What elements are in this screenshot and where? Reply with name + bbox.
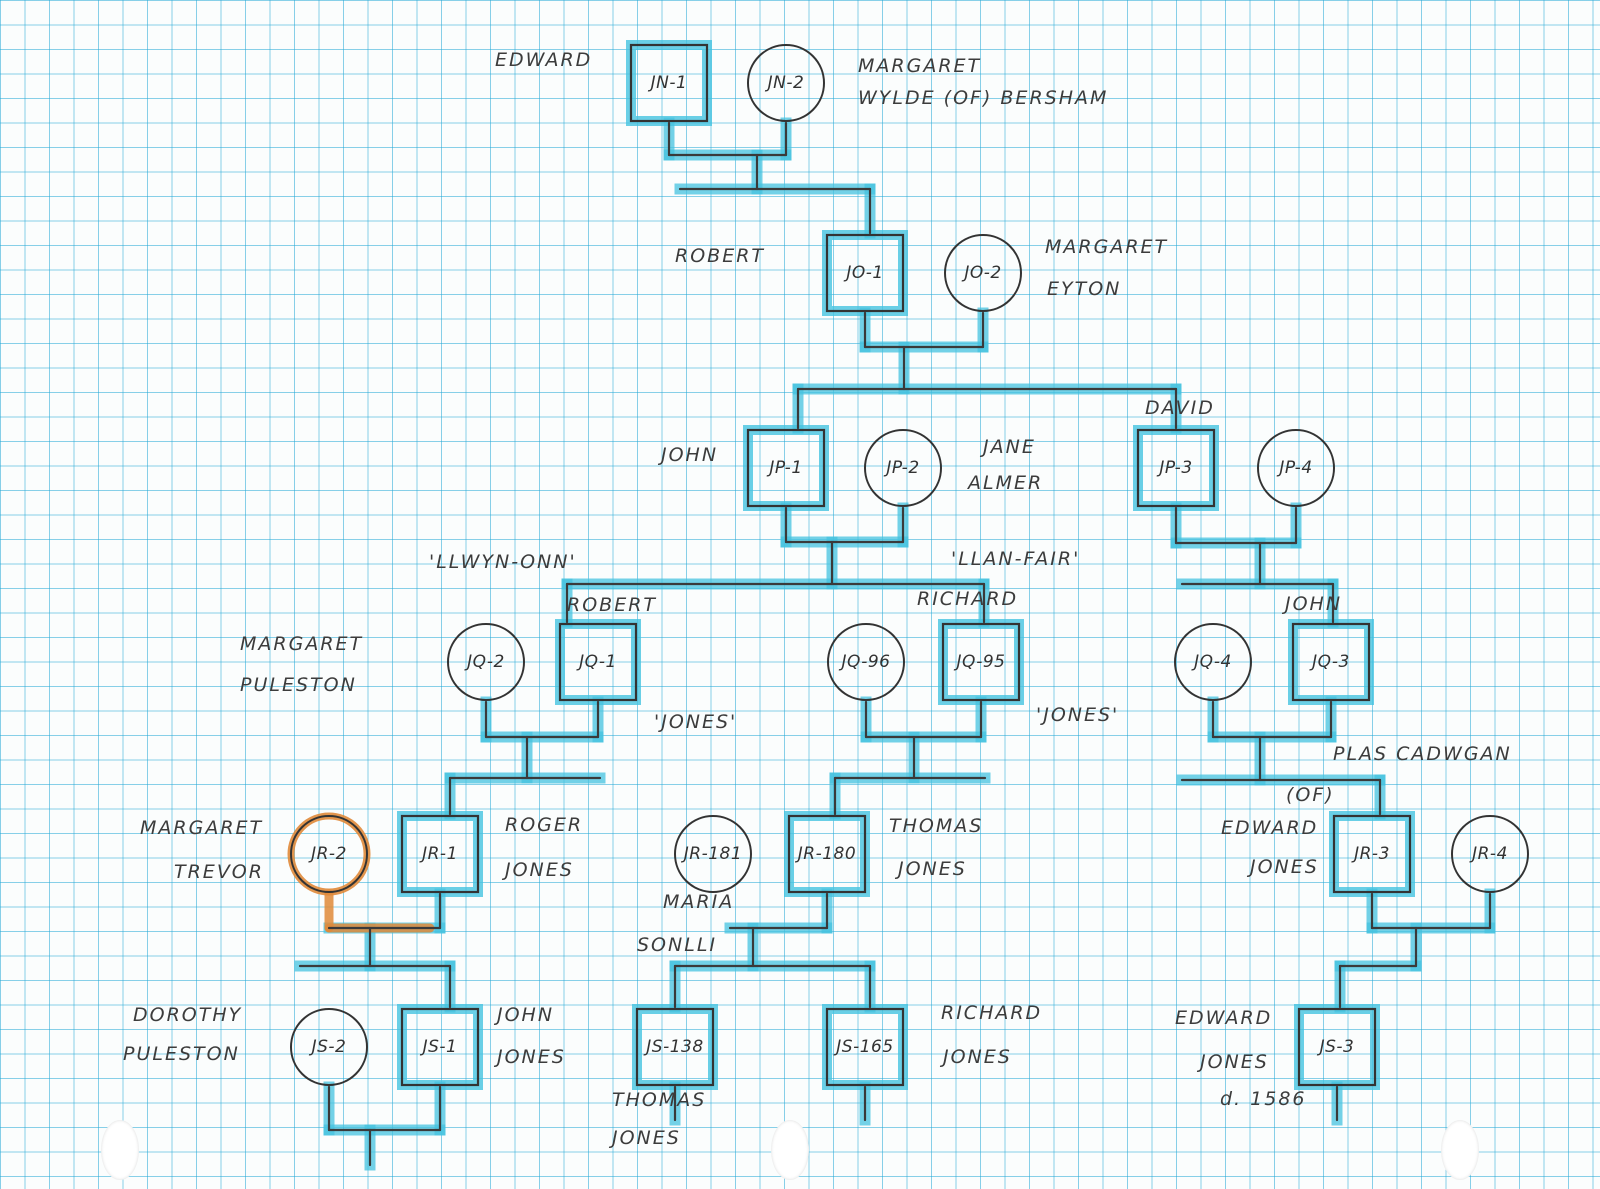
female-node-jo2 xyxy=(944,234,1022,312)
label-jones-8: JONES xyxy=(1200,1051,1269,1073)
label-margaret-4: MARGARET xyxy=(140,817,264,839)
male-node-jp3 xyxy=(1136,428,1216,508)
binder-hole xyxy=(771,1120,809,1180)
label-margaret-3: MARGARET xyxy=(240,633,364,655)
label-jones-4: JONES xyxy=(898,858,967,880)
node-code-jn2: JN-2 xyxy=(767,73,805,93)
node-code-js2: JS-2 xyxy=(311,1037,347,1057)
male-node-jr1 xyxy=(400,814,480,894)
label-jones-9: JONES xyxy=(612,1127,681,1149)
node-code-jq3: JQ-3 xyxy=(1312,652,1350,672)
female-node-jp2 xyxy=(864,429,942,507)
node-code-jp1: JP-1 xyxy=(769,458,803,478)
male-node-jq95 xyxy=(941,622,1021,702)
label-wylde: WYLDE (OF) BERSHAM xyxy=(858,87,1109,109)
male-node-jn1 xyxy=(629,43,709,123)
node-code-jr3: JR-3 xyxy=(1354,844,1390,864)
label-sonlli: SONLLI xyxy=(637,934,718,956)
label-of: (OF) xyxy=(1286,784,1335,806)
label-jones-1: 'JONES' xyxy=(654,711,738,733)
female-node-jr4 xyxy=(1451,815,1529,893)
label-roger: ROGER xyxy=(505,814,584,836)
label-llan-fair: 'LLAN-FAIR' xyxy=(951,548,1081,570)
female-node-jr181 xyxy=(674,815,752,893)
label-thomas-2: THOMAS xyxy=(612,1089,707,1111)
node-code-jq2: JQ-2 xyxy=(467,652,505,672)
label-john-2: JOHN xyxy=(1285,593,1343,615)
label-jones-6: JONES xyxy=(497,1046,566,1068)
label-jones-3: JONES xyxy=(505,859,574,881)
node-code-js165: JS-165 xyxy=(836,1037,894,1057)
node-code-js138: JS-138 xyxy=(646,1037,704,1057)
node-code-jp4: JP-4 xyxy=(1279,458,1313,478)
female-node-jp4 xyxy=(1257,429,1335,507)
label-llwyn-onn: 'LLWYN-ONN' xyxy=(429,551,577,573)
node-code-jp2: JP-2 xyxy=(886,458,920,478)
node-code-jp3: JP-3 xyxy=(1159,458,1193,478)
male-node-jr3 xyxy=(1332,814,1412,894)
label-richard-2: RICHARD xyxy=(941,1002,1043,1024)
binder-hole xyxy=(101,1120,139,1180)
female-node-jn2 xyxy=(747,44,825,122)
label-david: DAVID xyxy=(1145,397,1215,419)
label-jones-2: 'JONES' xyxy=(1036,704,1120,726)
female-node-jq4 xyxy=(1174,623,1252,701)
label-edward: EDWARD xyxy=(495,49,593,71)
label-almer: ALMER xyxy=(968,472,1044,494)
male-node-js1 xyxy=(400,1007,480,1087)
node-code-jr4: JR-4 xyxy=(1472,844,1508,864)
label-thomas-1: THOMAS xyxy=(889,815,984,837)
node-code-js3: JS-3 xyxy=(1319,1037,1355,1057)
node-code-jr1: JR-1 xyxy=(422,844,458,864)
label-robert-2: ROBERT xyxy=(567,594,658,616)
label-john-1: JOHN xyxy=(661,444,719,466)
male-node-jq1 xyxy=(558,622,638,702)
label-plas-cadwgan: PLAS CADWGAN xyxy=(1333,743,1512,765)
node-code-jq4: JQ-4 xyxy=(1194,652,1232,672)
node-code-jr2: JR-2 xyxy=(311,844,347,864)
label-richard-1: RICHARD xyxy=(917,588,1019,610)
male-node-jr180 xyxy=(787,814,867,894)
label-puleston-1: PULESTON xyxy=(240,674,357,696)
male-node-js3 xyxy=(1297,1007,1377,1087)
node-code-jq96: JQ-96 xyxy=(841,652,891,672)
female-node-jr2 xyxy=(290,815,368,893)
female-node-jq2 xyxy=(447,623,525,701)
node-code-jq1: JQ-1 xyxy=(579,652,617,672)
male-node-jq3 xyxy=(1291,622,1371,702)
label-d-1586: d. 1586 xyxy=(1220,1088,1307,1110)
node-code-jq95: JQ-95 xyxy=(956,652,1006,672)
person-nodes xyxy=(290,43,1529,1087)
female-node-jq96 xyxy=(827,623,905,701)
label-dorothy: DOROTHY xyxy=(133,1004,243,1026)
label-margaret-2: MARGARET xyxy=(1045,236,1169,258)
node-code-jo1: JO-1 xyxy=(846,263,884,283)
male-node-jp1 xyxy=(746,428,826,508)
label-jane: JANE xyxy=(983,436,1036,458)
node-code-jr180: JR-180 xyxy=(797,844,857,864)
male-node-js138 xyxy=(635,1007,715,1087)
label-jones-7: JONES xyxy=(943,1046,1012,1068)
label-john-3: JOHN xyxy=(497,1004,555,1026)
female-node-js2 xyxy=(290,1008,368,1086)
label-margaret-1: MARGARET xyxy=(858,55,982,77)
label-maria: MARIA xyxy=(663,891,735,913)
label-trevor: TREVOR xyxy=(174,861,264,883)
label-eyton: EYTON xyxy=(1047,278,1122,300)
male-node-jo1 xyxy=(825,233,905,313)
label-edward-3: EDWARD xyxy=(1175,1007,1273,1029)
label-edward-2: EDWARD xyxy=(1221,817,1319,839)
node-code-jn1: JN-1 xyxy=(650,73,688,93)
binder-hole xyxy=(1441,1120,1479,1180)
male-node-js165 xyxy=(825,1007,905,1087)
connector-lines xyxy=(298,121,1492,1167)
node-code-jo2: JO-2 xyxy=(964,263,1002,283)
label-robert-1: ROBERT xyxy=(675,245,766,267)
label-jones-5: JONES xyxy=(1250,856,1319,878)
node-code-js1: JS-1 xyxy=(422,1037,458,1057)
label-puleston-2: PULESTON xyxy=(123,1043,240,1065)
node-code-jr181: JR-181 xyxy=(683,844,743,864)
